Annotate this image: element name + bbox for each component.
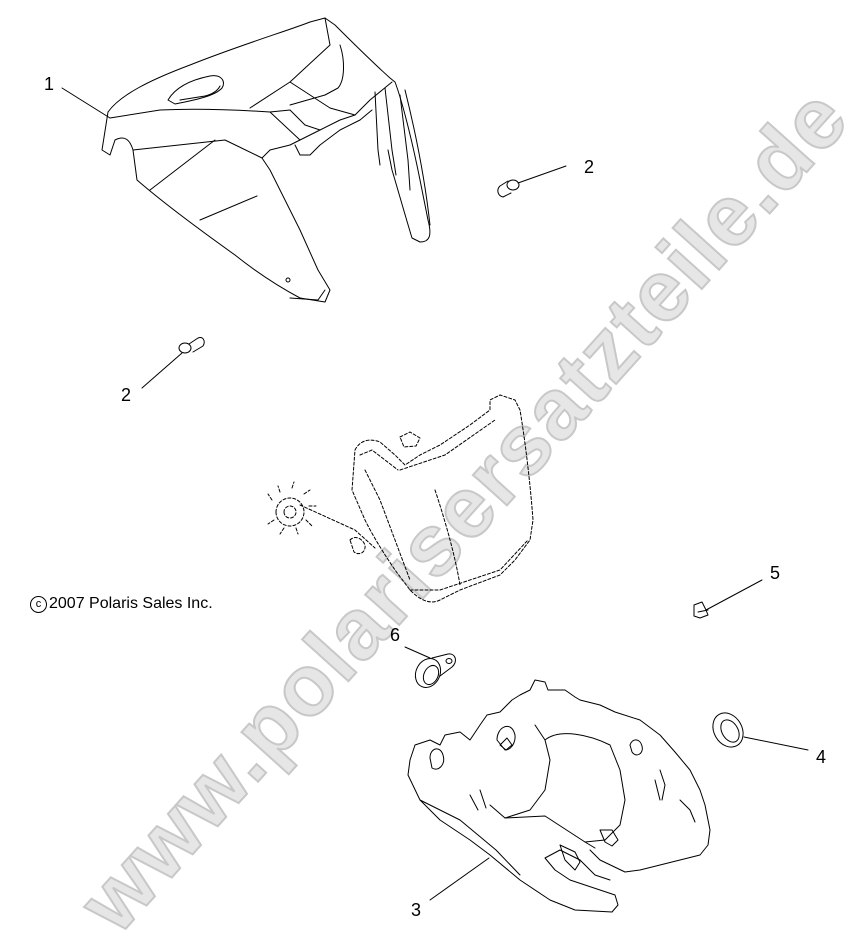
part-6-cap-drawing	[404, 646, 456, 689]
copyright-symbol-icon: c	[30, 596, 47, 613]
callout-6-label: 6	[390, 625, 401, 645]
callout-2-right-label: 2	[584, 157, 595, 177]
headlight-assembly-phantom	[267, 394, 534, 603]
copyright-text: 2007 Polaris Sales Inc.	[49, 595, 213, 612]
callout-1-label: 1	[44, 74, 55, 94]
callout-4-label: 4	[816, 747, 827, 767]
callout-5-label: 5	[770, 563, 781, 583]
part-5-clip-drawing	[693, 579, 763, 619]
callout-3-label: 3	[411, 900, 422, 920]
part-1-cover-drawing	[101, 17, 431, 303]
part-4-grommet-drawing	[712, 712, 809, 751]
leader-line-3	[429, 857, 490, 901]
leader-line-1	[61, 87, 111, 119]
callout-2-left-label: 2	[121, 385, 132, 405]
part-2-screw-right-drawing	[497, 165, 567, 198]
part-3-lower-housing-drawing	[407, 679, 711, 913]
part-2-screw-left-drawing	[141, 337, 205, 389]
